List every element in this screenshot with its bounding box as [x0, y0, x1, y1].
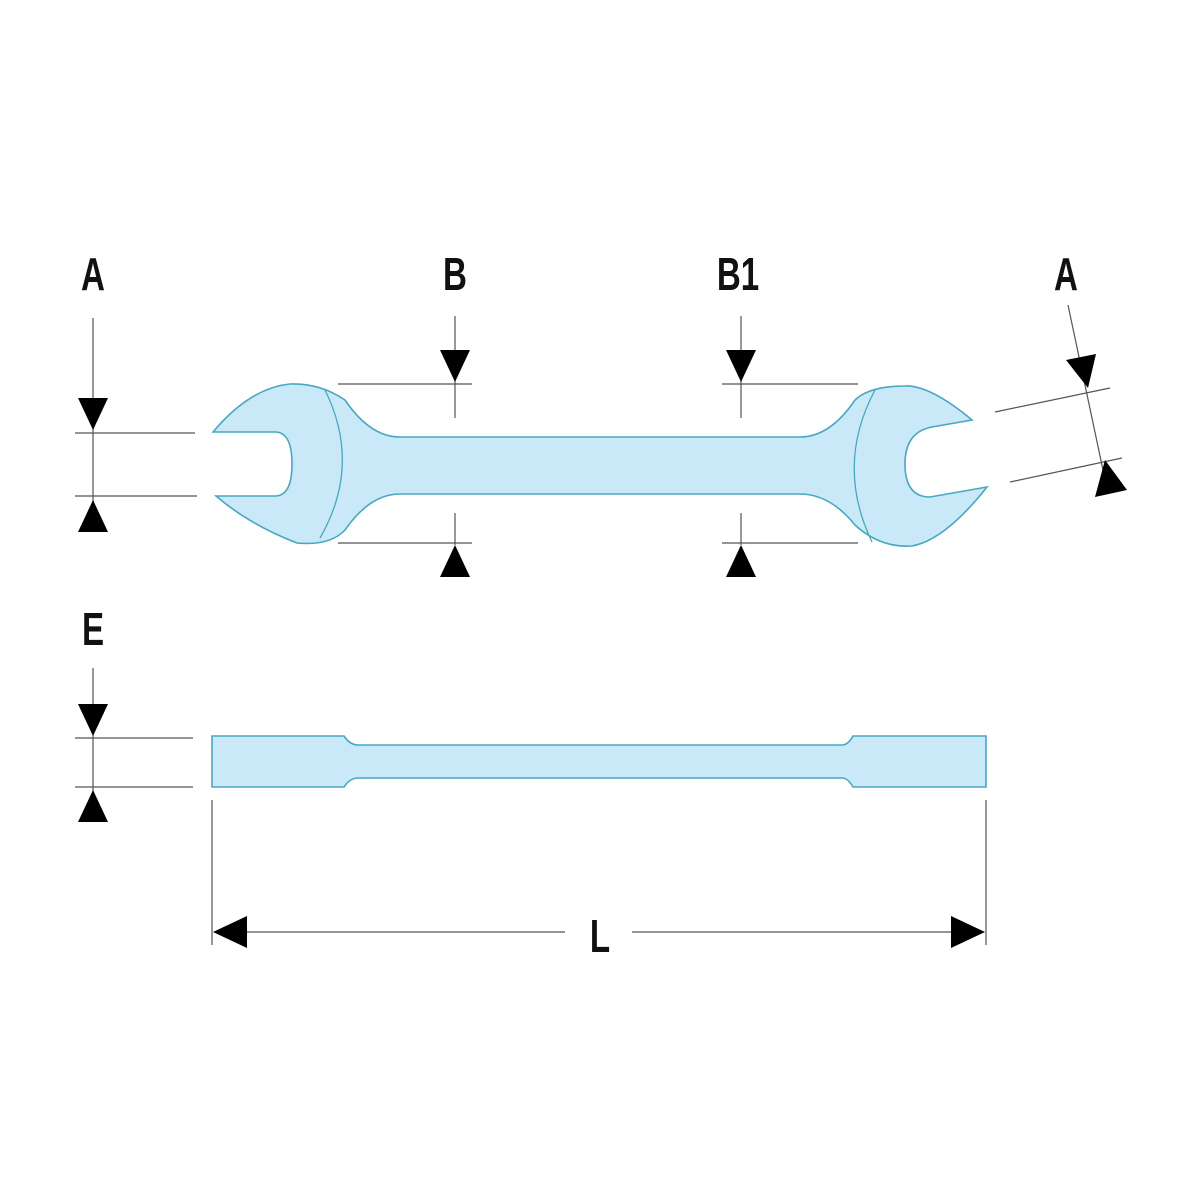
arrow-down-icon [726, 350, 756, 382]
dimension-l: L [211, 800, 987, 962]
dimension-e: E [75, 605, 193, 822]
arrow-down-icon [1066, 354, 1096, 388]
arrow-up-icon [78, 500, 108, 532]
label-e: E [82, 605, 104, 655]
arrow-right-icon [951, 916, 985, 948]
arrow-down-icon [440, 350, 470, 382]
arrow-up-icon [726, 545, 756, 577]
dimension-b: B [338, 250, 472, 577]
arrow-left-icon [213, 916, 247, 948]
arrow-up-icon [78, 790, 108, 822]
dimension-a-right: A [994, 250, 1127, 497]
label-l: L [590, 912, 610, 962]
label-a-right: A [1054, 250, 1078, 300]
label-a-left: A [81, 250, 105, 300]
label-b: B [443, 250, 467, 300]
wrench-side-view [211, 735, 987, 788]
dimension-a-left: A [75, 250, 197, 532]
dimension-b1: B1 [717, 250, 858, 577]
arrow-up-icon [440, 545, 470, 577]
wrench-top-view [211, 383, 989, 547]
label-b1: B1 [717, 250, 759, 300]
arrow-up-icon [1095, 460, 1127, 497]
arrow-down-icon [78, 704, 108, 736]
arrow-down-icon [78, 398, 108, 430]
